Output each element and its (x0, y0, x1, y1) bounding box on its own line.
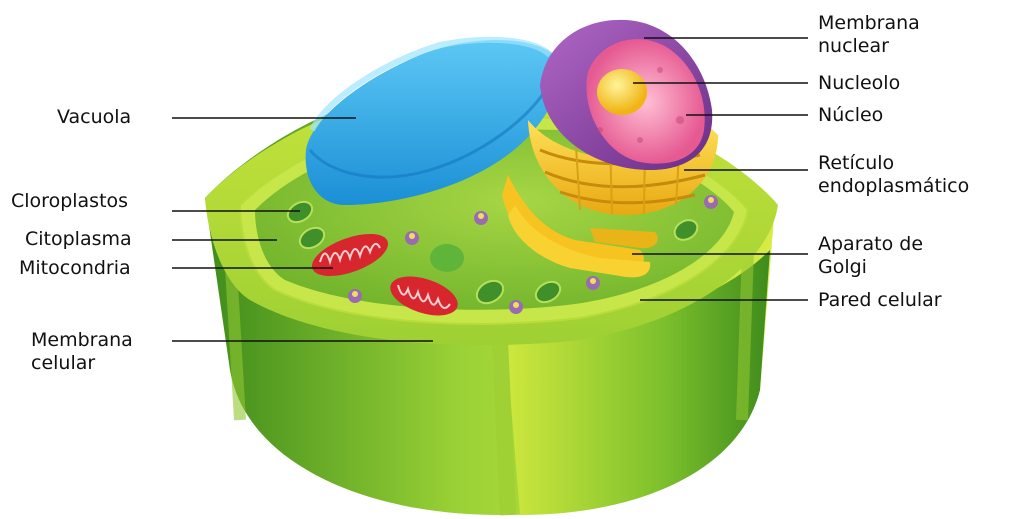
label-vacuola: Vacuola (57, 106, 131, 129)
label-citoplasma: Citoplasma (25, 228, 132, 251)
label-golgi: Aparato de Golgi (818, 233, 923, 279)
label-nucleo: Núcleo (818, 104, 883, 127)
label-membrana-celular: Membrana celular (31, 329, 133, 375)
label-membrana-nuclear-line2: nuclear (818, 35, 920, 58)
nucleolus (597, 69, 647, 115)
label-reticulo-line1: Retículo (818, 152, 969, 175)
label-membrana-nuclear: Membrana nuclear (818, 12, 920, 58)
label-golgi-line1: Aparato de (818, 233, 923, 256)
label-membrana-celular-line2: celular (31, 352, 133, 375)
label-membrana-nuclear-line1: Membrana (818, 12, 920, 35)
label-membrana-celular-line1: Membrana (31, 329, 133, 352)
label-pared-celular: Pared celular (818, 289, 942, 312)
label-mitocondria: Mitocondria (19, 257, 131, 280)
label-reticulo: Retículo endoplasmático (818, 152, 969, 198)
label-cloroplastos: Cloroplastos (11, 190, 128, 213)
label-reticulo-line2: endoplasmático (818, 175, 969, 198)
label-golgi-line2: Golgi (818, 256, 923, 279)
vesicle (430, 244, 464, 272)
label-nucleolo: Nucleolo (818, 72, 900, 95)
